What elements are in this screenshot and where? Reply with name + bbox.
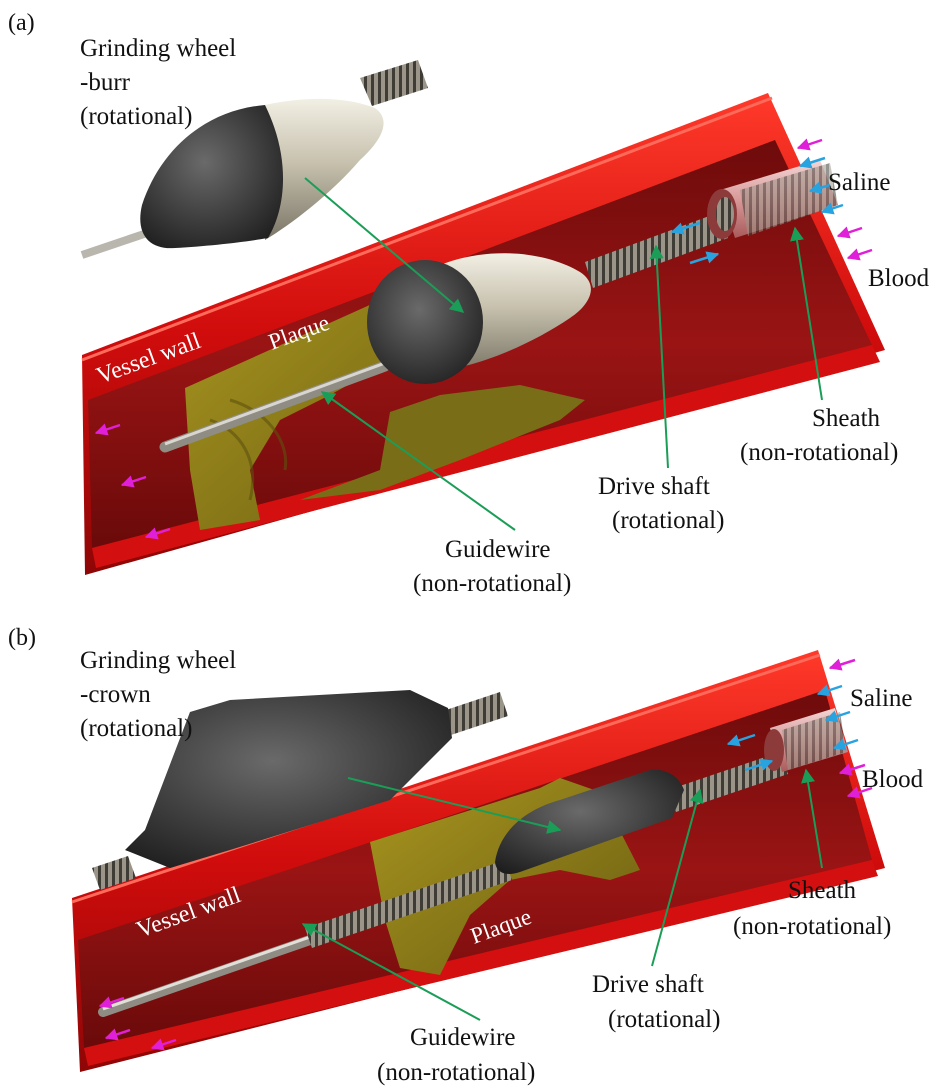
blood-arrow: [838, 228, 862, 236]
panel-a-inset-title: Grinding wheel -burr (rotational): [80, 35, 236, 130]
panel-a-inset-burr: [82, 60, 428, 255]
sheath-opening: [764, 729, 784, 771]
sheath-inner: [716, 197, 734, 231]
guidewire-label-line2: (non-rotational): [377, 1059, 535, 1086]
saline-label: Saline: [850, 685, 913, 712]
guidewire-label-line1: Guidewire: [445, 536, 551, 563]
sheath-label-line1: Sheath: [788, 877, 857, 904]
panel-a: (a): [8, 10, 930, 597]
saline-label: Saline: [828, 169, 891, 196]
inset-guidewire-stub: [82, 232, 150, 255]
inset-title-line1: Grinding wheel: [80, 647, 236, 674]
inset-title-line2: -burr: [80, 69, 131, 96]
panel-a-label: (a): [8, 10, 35, 36]
drive-shaft-label-line1: Drive shaft: [598, 473, 710, 500]
inset-title-line3: (rotational): [80, 715, 192, 742]
guidewire-label-line1: Guidewire: [410, 1024, 516, 1051]
inset-drive-coil: [360, 60, 428, 106]
blood-label: Blood: [862, 766, 924, 793]
inset-burr-metal: [265, 99, 384, 240]
sheath-label-line2: (non-rotational): [733, 913, 891, 940]
drive-shaft-label-line2: (rotational): [608, 1006, 720, 1033]
inset-title-line1: Grinding wheel: [80, 35, 236, 62]
panel-b: (b): [8, 625, 924, 1086]
inset-title-line2: -crown: [80, 681, 151, 708]
blood-arrow: [798, 140, 822, 148]
panel-b-label: (b): [8, 625, 36, 651]
inset-title-line3: (rotational): [80, 103, 192, 130]
drive-shaft-label-line2: (rotational): [612, 507, 724, 534]
drive-shaft-label-line1: Drive shaft: [592, 971, 704, 998]
guidewire-label-line2: (non-rotational): [413, 570, 571, 597]
sheath-label-line2: (non-rotational): [740, 439, 898, 466]
blood-arrow: [848, 250, 872, 258]
sheath-label-line1: Sheath: [812, 405, 881, 432]
blood-arrow: [830, 660, 855, 668]
blood-label: Blood: [868, 265, 930, 292]
